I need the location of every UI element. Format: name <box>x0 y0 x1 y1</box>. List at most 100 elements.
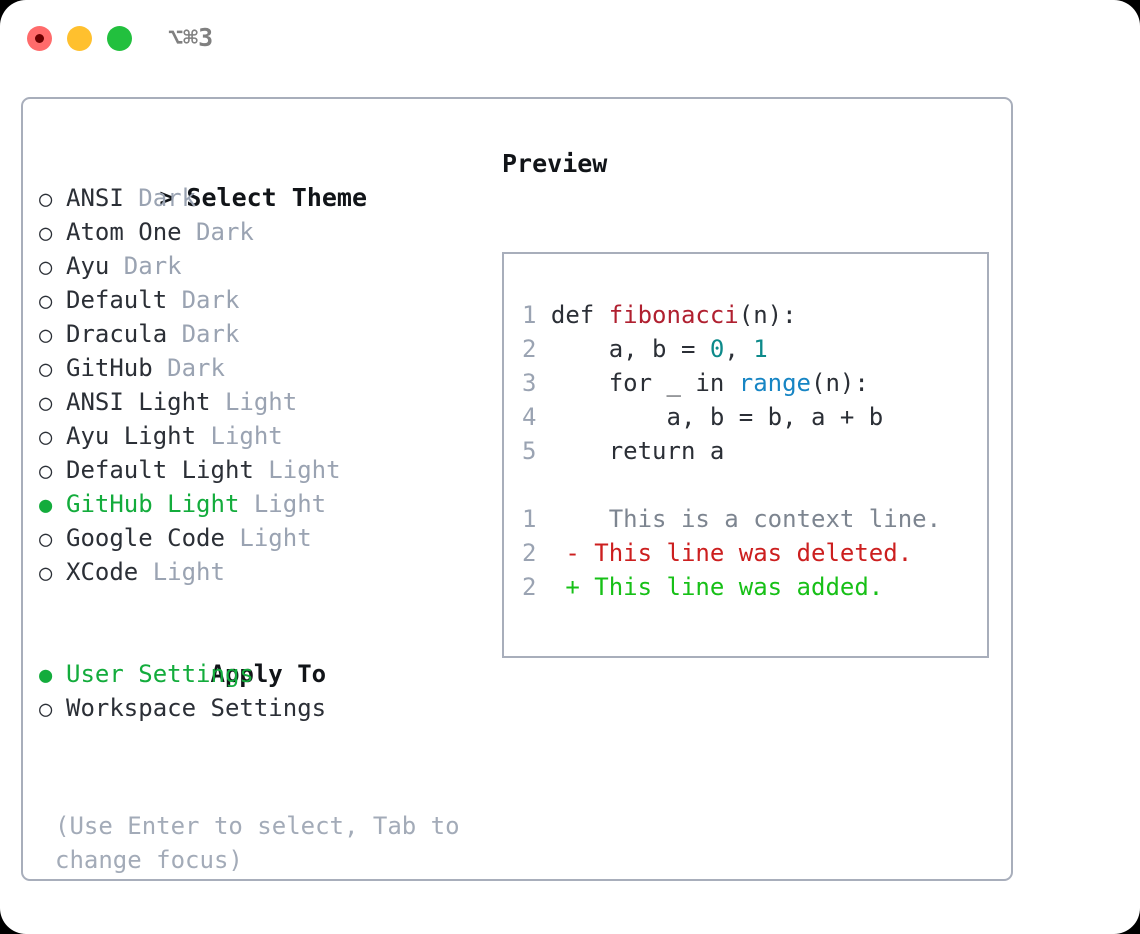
code-line-number: 4 <box>522 403 537 431</box>
radio-unselected-icon: ○ <box>39 391 53 416</box>
code-line-number: 1 <box>522 301 537 329</box>
radio-unselected-icon: ○ <box>39 289 53 314</box>
theme-name-label: Google Code <box>66 524 225 552</box>
code-line: 5 return a <box>522 434 941 468</box>
theme-variant-tag: Light <box>253 456 341 484</box>
theme-name-label: Default Light <box>66 456 254 484</box>
theme-variant-tag: Dark <box>167 320 240 348</box>
code-token-num: 1 <box>753 335 768 363</box>
theme-name-label: Dracula <box>66 320 168 348</box>
code-gutter-space <box>536 437 550 465</box>
content-panel: >Select Theme ○ANSI Dark○Atom One Dark○A… <box>21 97 1013 881</box>
code-token-plain: (n): <box>811 369 869 397</box>
close-window-button[interactable] <box>27 26 52 51</box>
theme-variant-tag: Dark <box>181 218 254 246</box>
theme-name-label: Ayu <box>66 252 110 280</box>
diff-gutter-space <box>536 573 565 601</box>
preview-title: Preview <box>502 149 608 178</box>
theme-list-item[interactable]: ○ANSI Light Light <box>39 385 489 419</box>
minimize-window-button[interactable] <box>67 26 92 51</box>
theme-variant-tag: Dark <box>167 286 240 314</box>
diff-gutter-space <box>536 539 565 567</box>
radio-unselected-icon: ○ <box>39 221 53 246</box>
apply-to-label: User Settings <box>66 660 254 688</box>
code-line-number: 5 <box>522 437 537 465</box>
radio-unselected-icon: ○ <box>39 459 53 484</box>
theme-name-label: GitHub Light <box>66 490 240 518</box>
code-token-plain: return a <box>550 437 725 465</box>
code-gutter-space <box>536 335 550 363</box>
apply-to-item[interactable]: ● User Settings <box>39 657 489 691</box>
diff-text: This line was added. <box>579 573 884 601</box>
theme-list-item[interactable]: ○ Default Light Light <box>39 453 489 487</box>
radio-unselected-icon: ○ <box>39 323 53 348</box>
diff-gutter-space <box>536 505 565 533</box>
code-token-fn: fibonacci <box>608 301 739 329</box>
prompt-caret-icon: > <box>159 183 175 212</box>
theme-picker-column: >Select Theme ○ANSI Dark○Atom One Dark○A… <box>39 147 489 874</box>
theme-variant-tag: Light <box>239 490 327 518</box>
theme-list-item[interactable]: ○ Default Dark <box>39 283 489 317</box>
theme-name-label: ANSI <box>66 184 124 212</box>
radio-unselected-icon: ○ <box>39 187 53 212</box>
code-line: 4 a, b = b, a + b <box>522 400 941 434</box>
maximize-window-button[interactable] <box>107 26 132 51</box>
code-token-plain: for _ in <box>550 369 739 397</box>
apply-to-title: Apply To <box>210 660 327 688</box>
code-token-num: 0 <box>709 335 725 363</box>
apply-to-header: Apply To <box>39 623 489 688</box>
diff-text: This is a context line. <box>579 505 942 533</box>
diff-line-number: 1 <box>522 505 537 533</box>
keyboard-hint-text: (Use Enter to select, Tab to change focu… <box>55 812 475 874</box>
code-blank-line <box>522 468 941 502</box>
radio-selected-icon: ● <box>39 663 53 688</box>
radio-unselected-icon: ○ <box>39 527 53 552</box>
theme-name-label: Default <box>66 286 168 314</box>
diff-marker: - <box>565 539 580 567</box>
code-line-number: 2 <box>522 335 537 363</box>
theme-list-item[interactable]: ○XCode Light <box>39 555 489 589</box>
code-line: 1 def fibonacci(n): <box>522 298 941 332</box>
theme-name-label: Ayu Light <box>66 422 197 450</box>
radio-unselected-icon: ○ <box>39 425 53 450</box>
code-line-number: 3 <box>522 369 537 397</box>
diff-line: 2 - This line was deleted. <box>522 536 941 570</box>
apply-to-item[interactable]: ○ Workspace Settings <box>39 691 489 725</box>
theme-name-label: XCode <box>66 558 139 586</box>
theme-list-item[interactable]: ○ Atom One Dark <box>39 215 489 249</box>
code-token-plain: a, b = b, a + b <box>550 403 884 431</box>
theme-name-label: Atom One <box>66 218 182 246</box>
apply-to-label: Workspace Settings <box>66 694 327 722</box>
radio-unselected-icon: ○ <box>39 697 53 722</box>
keyboard-shortcut-label: ⌥⌘3 <box>168 23 214 52</box>
code-line: 3 for _ in range(n): <box>522 366 941 400</box>
theme-list: ○ ANSI Dark ○ Atom One Dark ○ Ayu Dark ○ Defaul… <box>39 181 489 589</box>
theme-list-item[interactable]: ○ Ayu Light Light <box>39 419 489 453</box>
theme-list-item[interactable]: ●GitHub Light Light <box>39 487 489 521</box>
theme-variant-tag: Light <box>196 422 283 450</box>
radio-unselected-icon: ○ <box>39 255 53 280</box>
theme-list-item[interactable]: ○Ayu Dark <box>39 249 489 283</box>
title-bar: ⌥⌘3 <box>0 0 1140 78</box>
code-token-plain: a, b = <box>550 335 710 363</box>
radio-unselected-icon: ○ <box>39 561 53 586</box>
diff-line: 1 This is a context line. <box>522 502 941 536</box>
diff-marker: + <box>565 573 580 601</box>
code-gutter-space <box>536 301 550 329</box>
diff-line: 2 + This line was added. <box>522 570 941 604</box>
diff-line-number: 2 <box>522 573 537 601</box>
theme-variant-tag: Dark <box>123 184 197 212</box>
radio-unselected-icon: ○ <box>39 357 53 382</box>
theme-name-label: ANSI Light <box>66 388 211 416</box>
theme-variant-tag: Dark <box>152 354 225 382</box>
code-token-plain: (n): <box>738 301 797 329</box>
preview-column: Preview 1 def fibonacci(n):2 a, b = 0, 1… <box>502 147 997 658</box>
theme-list-item[interactable]: ○ Dracula Dark <box>39 317 489 351</box>
theme-list-item[interactable]: ○ GitHub Dark <box>39 351 489 385</box>
theme-list-item[interactable]: ○Google Code Light <box>39 521 489 555</box>
code-token-call: range <box>738 369 811 397</box>
code-gutter-space <box>536 369 550 397</box>
theme-name-label: GitHub <box>66 354 153 382</box>
theme-list-item[interactable]: ○ ANSI Dark <box>39 181 489 215</box>
